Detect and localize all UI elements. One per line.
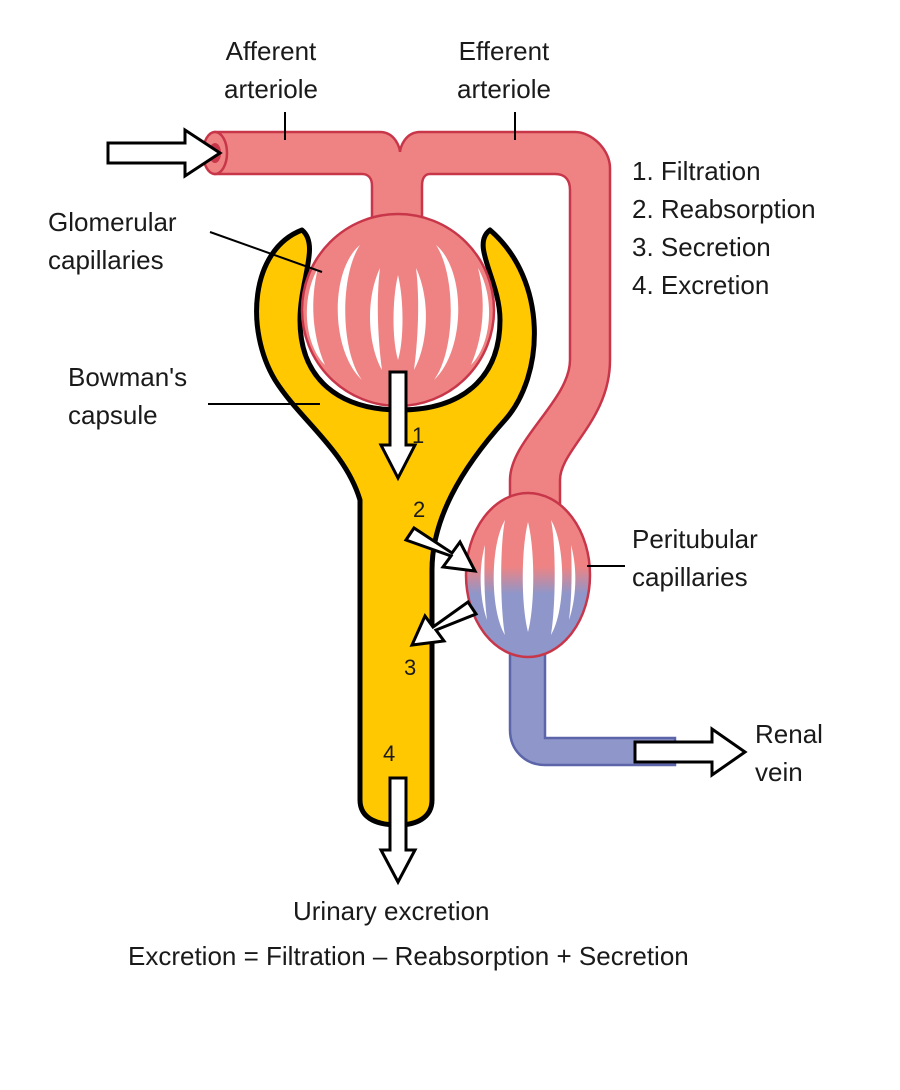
urinary-excretion-label: Urinary excretion: [293, 896, 490, 926]
glomerular-capillaries-label: Glomerular capillaries: [48, 203, 177, 279]
step-number-2: 2: [413, 497, 426, 522]
glomerular-leader: [209, 231, 323, 273]
renal-vein-label: Renal vein: [755, 715, 823, 791]
filtration-arrow: [378, 370, 418, 482]
peritubular-line-2: capillaries: [632, 562, 748, 592]
step-number-4: 4: [383, 741, 396, 766]
reabsorption-arrow: [403, 525, 478, 573]
step-secretion: 3. Secretion: [632, 232, 771, 262]
bowmans-capsule: [254, 227, 537, 828]
excretion-arrow: [378, 776, 418, 886]
afferent-line-1: Afferent: [225, 36, 317, 66]
bowman-line-1: Bowman's: [68, 362, 188, 392]
step-excretion: 4. Excretion: [632, 270, 770, 300]
step-filtration: 1. Filtration: [632, 156, 761, 186]
glomerular-line-1: Glomerular: [48, 207, 177, 237]
step-number-3: 3: [404, 655, 417, 680]
glomerular-line-2: capillaries: [48, 245, 164, 275]
step-number-1: 1: [412, 423, 425, 448]
glomerulus: [300, 212, 496, 408]
efferent-arteriole-label: Efferent arteriole: [457, 32, 551, 108]
bowmans-capsule-label: Bowman's capsule: [68, 358, 187, 434]
renal-vein-line-1: Renal: [755, 719, 823, 749]
afferent-arteriole: [213, 130, 612, 522]
efferent-line-1: Efferent: [458, 36, 550, 66]
efferent-line-2: arteriole: [457, 74, 551, 104]
step-reabsorption: 2. Reabsorption: [632, 194, 816, 224]
renal-vein-line-2: vein: [755, 757, 803, 787]
leader-lines: [208, 112, 625, 567]
afferent-line-2: arteriole: [224, 74, 318, 104]
peritubular-capillaries-label: Peritubular capillaries: [632, 520, 758, 596]
excretion-formula: Excretion = Filtration – Reabsorption + …: [128, 941, 689, 971]
outflow-arrow: [633, 726, 748, 778]
inflow-arrow: [106, 127, 223, 179]
peritubular-network: [464, 491, 677, 767]
peritubular-line-1: Peritubular: [632, 524, 758, 554]
process-steps-list: 1. Filtration 2. Reabsorption 3. Secreti…: [632, 152, 816, 304]
afferent-arteriole-label: Afferent arteriole: [224, 32, 318, 108]
secretion-arrow: [409, 599, 479, 647]
flow-arrows: [106, 127, 748, 886]
bowman-line-2: capsule: [68, 400, 158, 430]
